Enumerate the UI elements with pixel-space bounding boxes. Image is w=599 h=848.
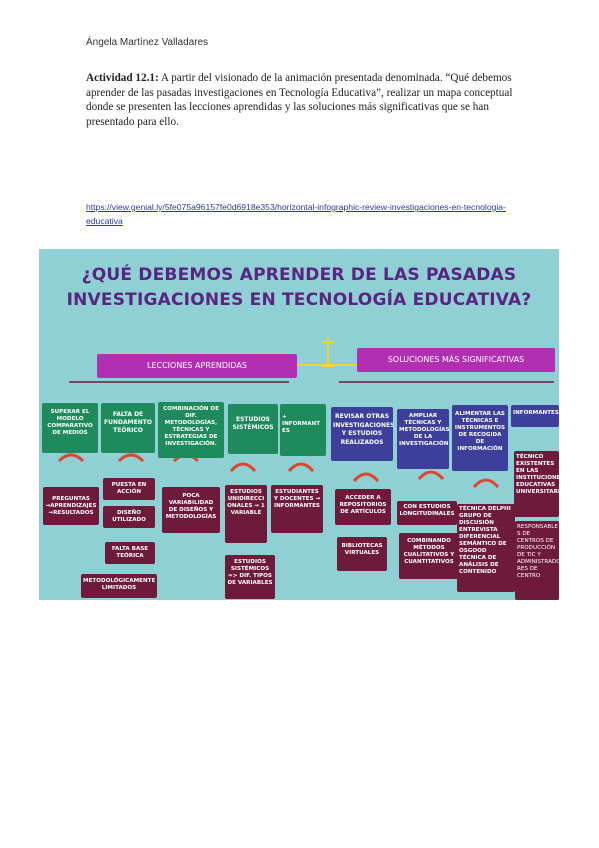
author-name: Ángela Martínez Valladares [86,37,209,48]
lesson-item-2-4: METODOLÓGICAMENTE LIMITADOS [81,574,157,598]
activity-label: Actividad 12.1: [86,72,159,84]
lesson-top-3: COMBINACIÓN DE DIF. METODOLOGÍAS, TÉCNIC… [158,402,224,458]
title-line-1: ¿QUÉ DEBEMOS APRENDER DE LAS PASADAS [81,265,517,285]
solution-top-1: REVISAR OTRAS INVESTIGACIONES Y ESTUDIOS… [331,407,393,461]
lesson-item-4-2: ESTUDIOS SISTÉMICOS => DIF. TIPOS DE VAR… [225,555,275,599]
solution-item-1-2: BIBLIOTECAS VIRTUALES [337,537,387,571]
lesson-item-4-1: ESTUDIOS UNIDIRECCI ONALES → 1 VARIABLE [225,485,267,543]
genially-link[interactable]: https://view.genial.ly/5fe075a96157fe0d6… [86,202,506,226]
lesson-item-2-1: PUESTA EN ACCIÓN [103,478,155,500]
solution-item-4-2: RESPONSABLE S DE CENTROS DE PRODUCCIÓN D… [515,521,559,600]
solution-item-2-2: COMBINANDO MÉTODOS CUALITATIVOS Y CUANTI… [399,533,459,579]
solutions-header: SOLUCIONES MÁS SIGNIFICATIVAS [357,348,555,372]
solution-item-1-1: ACCEDER A REPOSITORIOS DE ARTÍCULOS [335,489,391,525]
solution-item-2-1: CON ESTUDIOS LONGITUDINALES [397,501,457,525]
solution-top-2: AMPLIAR TÉCNICAS Y METODOLOGÍAS DE LA IN… [397,409,449,469]
concept-map-infographic: ¿QUÉ DEBEMOS APRENDER DE LAS PASADAS INV… [39,249,559,600]
lesson-item-2-2: DISEÑO UTILIZADO [103,506,155,528]
solution-item-4-1: TÉCNICO EXISTENTES EN LAS INSTITUCIONES … [514,451,559,517]
lesson-item-2-3: FALTA BASE TEÓRICA [105,542,155,564]
solution-item-3-1: TÉCNICA DELPHI GRUPO DE DISCUSIÓN ENTREV… [457,504,515,592]
infographic-title: ¿QUÉ DEBEMOS APRENDER DE LAS PASADAS INV… [39,263,559,313]
lessons-header: LECCIONES APRENDIDAS [97,354,297,378]
title-line-2: INVESTIGACIONES EN TECNOLOGÍA EDUCATIVA? [66,290,532,310]
solution-top-3: ALIMENTAR LAS TÉCNICAS E INSTRUMENTOS DE… [452,405,508,471]
lesson-item-5-1: ESTUDIANTES Y DOCENTES → INFORMANTES [271,485,323,533]
lesson-top-1: SUPERAR EL MODELO COMPARATIVO DE MEDIOS [42,403,98,453]
solution-top-4: INFORMANTES [511,405,559,427]
lesson-item-3-1: POCA VARIABILIDAD DE DISEÑOS Y METODOLOG… [162,487,220,533]
lesson-item-1-1: PREGUNTAS →APRENDIZAJES →RESULTADOS [43,487,99,525]
activity-paragraph: Actividad 12.1: A partir del visionado d… [86,71,516,129]
lesson-top-2: FALTA DE FUNDAMENTO TEÓRICO [101,403,155,453]
lesson-top-4: ESTUDIOS SISTÉMICOS [228,404,278,454]
activity-text: A partir del visionado de la animación p… [86,72,513,128]
lesson-top-5: + INFORMANT ES [280,404,326,456]
